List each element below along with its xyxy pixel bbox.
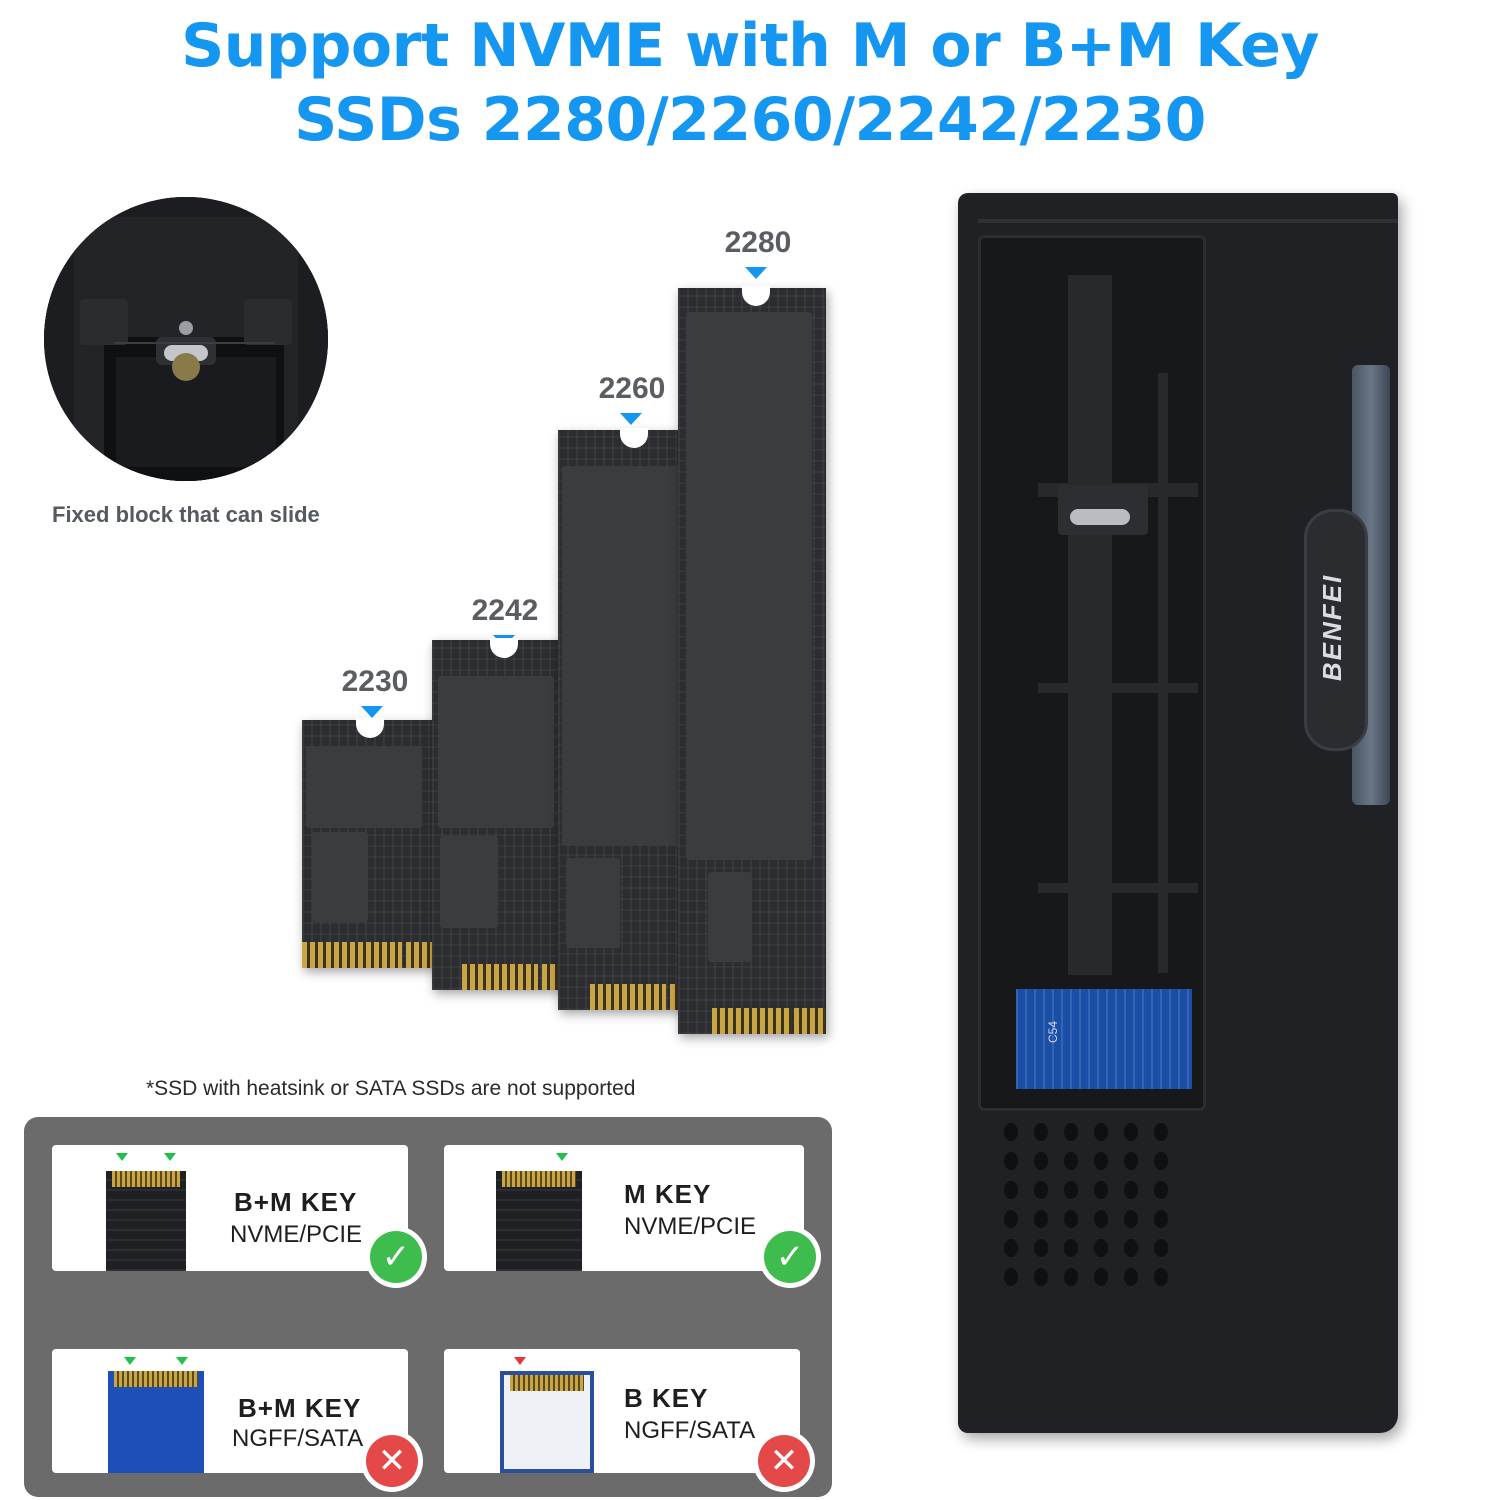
slide-block-detail-image — [44, 197, 328, 481]
compatibility-panel: B+M KEY NVME/PCIE ✓ M KEY NVME/PCIE ✓ B+… — [24, 1117, 832, 1497]
ssd-2242 — [432, 638, 574, 990]
compat-card-b-sata: B KEY NGFF/SATA ✕ — [444, 1349, 810, 1487]
key-type-label: B KEY — [624, 1383, 709, 1413]
ssd-2230 — [302, 718, 438, 968]
ssd-thumbnail — [500, 1371, 594, 1473]
size-marker-2260 — [620, 413, 642, 425]
cross-icon: ✕ — [758, 1435, 810, 1487]
brand-plate — [1304, 509, 1368, 751]
ssd-2280 — [678, 286, 826, 1034]
protocol-label: NGFF/SATA — [232, 1425, 364, 1452]
ssd-thumbnail — [108, 1371, 204, 1473]
compat-card-bm-nvme: B+M KEY NVME/PCIE ✓ — [52, 1145, 422, 1283]
protocol-label: NVME/PCIE — [230, 1221, 363, 1248]
screw-icon — [1070, 509, 1130, 525]
m2-connector — [1016, 989, 1192, 1089]
size-label-2242: 2242 — [471, 594, 539, 627]
ssd-thumbnail — [496, 1171, 582, 1271]
slide-block-caption: Fixed block that can slide — [52, 502, 320, 527]
vent-holes — [1004, 1123, 1174, 1323]
cross-icon: ✕ — [366, 1435, 418, 1487]
board-mark: C54 — [1046, 1020, 1061, 1044]
size-label-2230: 2230 — [341, 665, 409, 698]
key-type-label: M KEY — [624, 1179, 712, 1209]
ssd-enclosure-image: C54 BENFEI — [958, 193, 1398, 1433]
size-marker-2280 — [745, 267, 767, 279]
size-marker-2230 — [361, 706, 383, 718]
brand-logo-text: BENFEI — [1317, 573, 1348, 681]
protocol-label: NVME/PCIE — [624, 1213, 757, 1240]
unsupported-footnote: *SSD with heatsink or SATA SSDs are not … — [146, 1077, 636, 1100]
headline-line-1: Support NVME with M or B+M Key — [181, 11, 1319, 81]
headline-line-2: SSDs 2280/2260/2242/2230 — [294, 85, 1206, 155]
key-type-label: B+M KEY — [238, 1393, 362, 1423]
compat-card-m-nvme: M KEY NVME/PCIE ✓ — [444, 1145, 816, 1283]
check-icon: ✓ — [764, 1231, 816, 1283]
size-label-2280: 2280 — [724, 226, 792, 259]
compat-card-bm-sata: B+M KEY NGFF/SATA ✕ — [52, 1349, 418, 1487]
key-type-label: B+M KEY — [234, 1187, 358, 1217]
check-icon: ✓ — [370, 1231, 422, 1283]
size-label-2260: 2260 — [598, 372, 666, 405]
protocol-label: NGFF/SATA — [624, 1417, 756, 1444]
ssd-thumbnail — [106, 1171, 186, 1271]
